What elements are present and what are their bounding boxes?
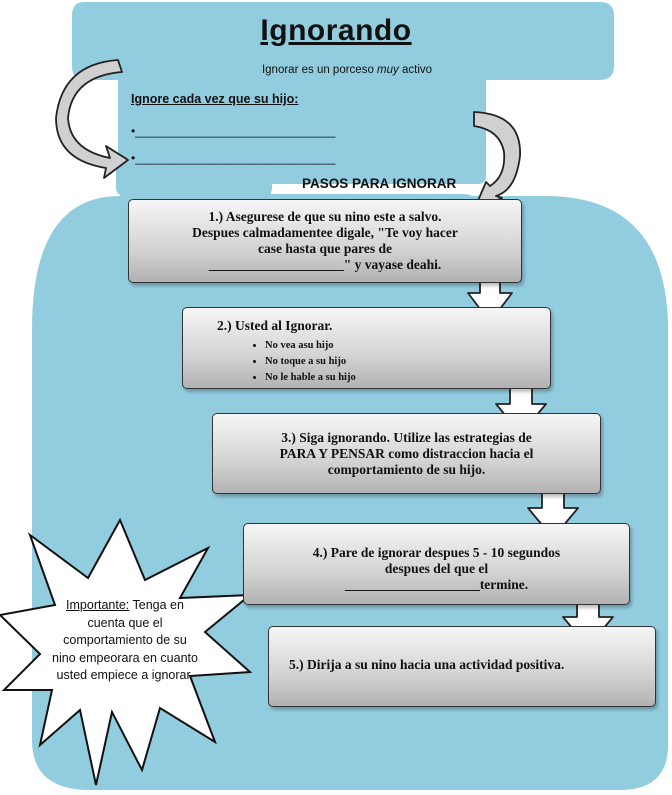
- starburst-shape: [0, 517, 253, 786]
- important-note: Importante: Tenga en cuenta que el compo…: [8, 597, 242, 685]
- important-first-line: Importante: Tenga en: [66, 598, 184, 612]
- step-text: 3.) Siga ignorando. Utilize las estrateg…: [281, 430, 532, 445]
- important-label: Importante:: [66, 598, 130, 612]
- step-2-box: 2.) Usted al Ignorar. No vea asu hijo No…: [182, 307, 551, 389]
- step-text: ____________________" y vayase deahi.: [208, 257, 442, 272]
- curved-arrow-left-icon: [55, 59, 129, 179]
- step-text: 1.) Asegurese de que su nino este a salv…: [208, 209, 442, 224]
- bullet-item: No toque a su hijo: [265, 354, 550, 370]
- step-text: comportamiento de su hijo.: [327, 462, 486, 477]
- step-text: 4.) Pare de ignorar despues 5 - 10 segun…: [312, 545, 561, 560]
- page-title: Ignorando: [260, 14, 412, 47]
- title-panel: [72, 2, 614, 80]
- prompt-panel-bottom: [116, 160, 272, 196]
- step-text: case hasta que pares de: [257, 241, 392, 256]
- step-heading: 2.) Usted al Ignorar.: [217, 318, 333, 333]
- step-text: 5.) Dirija a su nino hacia una actividad…: [289, 657, 565, 672]
- step-4-box: 4.) Pare de ignorar despues 5 - 10 segun…: [243, 523, 630, 605]
- step-5-box: 5.) Dirija a su nino hacia una actividad…: [268, 626, 656, 707]
- subtitle: Ignorar es un porceso muy activo: [261, 64, 433, 76]
- step-text: ____________________termine.: [344, 577, 529, 592]
- step-text: PARA Y PENSAR como distraccion hacia el: [279, 446, 534, 461]
- important-line: comportamiento de su: [63, 633, 187, 647]
- steps-heading: PASOS PARA IGNORAR: [302, 176, 457, 191]
- step-text: Despues calmadamentee digale, "Te voy ha…: [192, 225, 458, 240]
- important-line: cuenta que el: [87, 615, 163, 630]
- bullet-item: No vea asu hijo: [265, 338, 550, 354]
- blank-line: •______________________________: [131, 151, 336, 165]
- important-line: usted empiece a ignorar.: [56, 668, 194, 682]
- bullet-item: No le hable a su hijo: [265, 370, 550, 386]
- step-bullets: No vea asu hijo No toque a su hijo No le…: [217, 338, 550, 386]
- important-line: nino empeorara en cuanto: [52, 650, 198, 665]
- step-1-box: 1.) Asegurese de que su nino este a salv…: [128, 199, 522, 283]
- blank-line: •______________________________: [131, 124, 336, 138]
- step-3-box: 3.) Siga ignorando. Utilize las estrateg…: [212, 413, 601, 494]
- ignore-prompt: Ignore cada vez que su hijo:: [131, 92, 299, 106]
- step-text: despues del que el: [384, 561, 489, 576]
